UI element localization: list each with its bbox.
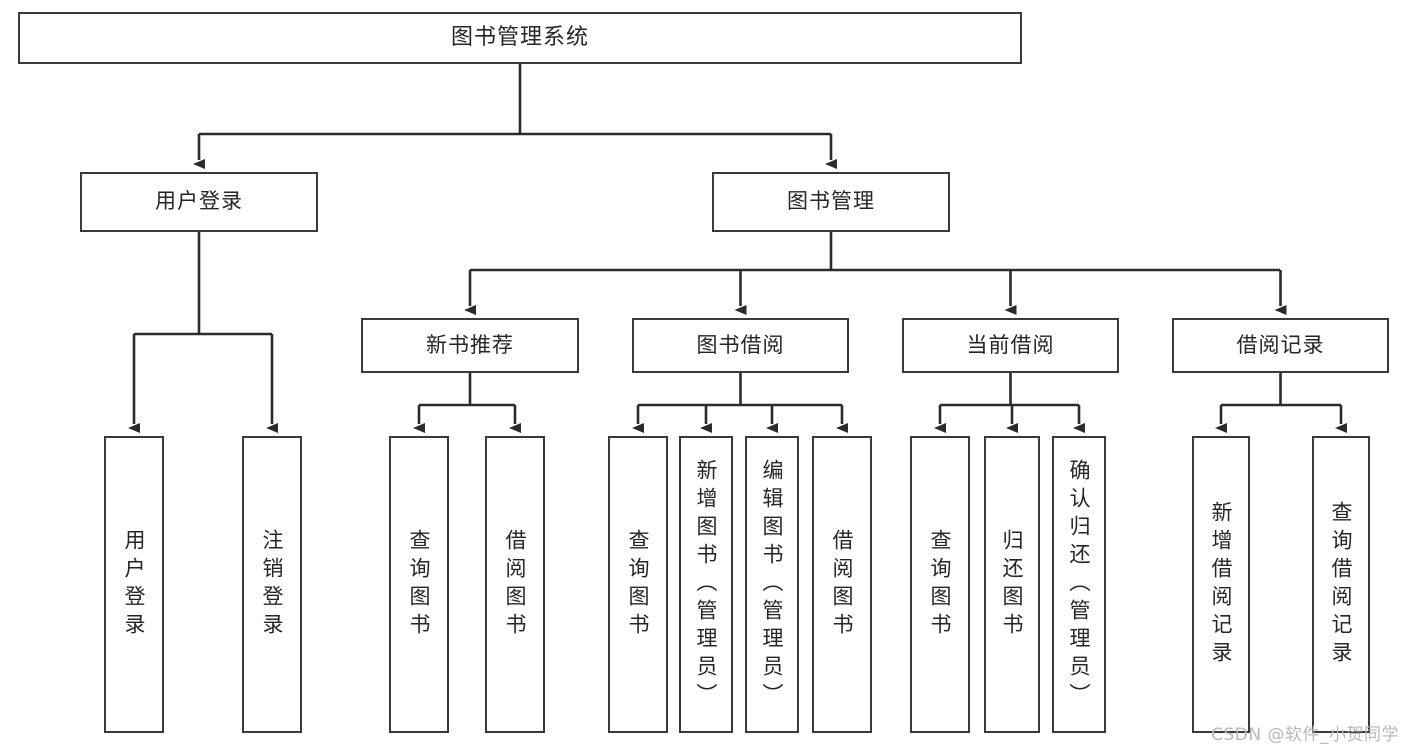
leaf-logout-login[interactable]: 注销登录 [242,436,302,733]
leaf-query-book-3-label: 查询图书 [928,528,953,641]
node-book-manage-label: 图书管理 [787,189,875,214]
node-borrow-record-label: 借阅记录 [1236,332,1325,357]
leaf-query-borrow-record-label: 查询借阅记录 [1329,500,1354,669]
node-new-book-recommend-label: 新书推荐 [426,332,514,357]
leaf-query-book-1[interactable]: 查询图书 [389,436,449,733]
node-user-login-label: 用户登录 [155,189,243,214]
leaf-confirm-return-label: 确认归还（管理员） [1067,458,1092,711]
node-new-book-recommend[interactable]: 新书推荐 [361,318,579,373]
leaf-borrow-book-1[interactable]: 借阅图书 [485,436,545,733]
node-current-borrow[interactable]: 当前借阅 [902,318,1119,373]
leaf-borrow-book-1-label: 借阅图书 [503,528,528,641]
node-root-label: 图书管理系统 [450,24,589,50]
leaf-user-login-label: 用户登录 [122,528,147,641]
leaf-query-borrow-record[interactable]: 查询借阅记录 [1312,436,1370,733]
leaf-query-book-1-label: 查询图书 [407,528,432,641]
node-book-manage[interactable]: 图书管理 [712,172,950,232]
leaf-add-borrow-record[interactable]: 新增借阅记录 [1192,436,1250,733]
leaf-query-book-2[interactable]: 查询图书 [608,436,668,733]
node-user-login[interactable]: 用户登录 [80,172,318,232]
leaf-return-book-label: 归还图书 [1000,528,1025,641]
leaf-query-book-2-label: 查询图书 [626,528,651,641]
leaf-borrow-book-2[interactable]: 借阅图书 [812,436,872,733]
leaf-user-login[interactable]: 用户登录 [104,436,164,733]
node-book-borrow-label: 图书借阅 [696,332,785,357]
leaf-add-book-label: 新增图书（管理员） [694,458,719,711]
leaf-add-borrow-record-label: 新增借阅记录 [1209,500,1234,669]
leaf-confirm-return[interactable]: 确认归还（管理员） [1052,436,1106,733]
node-book-borrow[interactable]: 图书借阅 [632,318,849,373]
leaf-logout-login-label: 注销登录 [260,528,285,641]
leaf-edit-book-label: 编辑图书（管理员） [760,458,785,711]
leaf-edit-book[interactable]: 编辑图书（管理员） [745,436,799,733]
leaf-add-book[interactable]: 新增图书（管理员） [679,436,733,733]
node-root[interactable]: 图书管理系统 [18,12,1022,64]
leaf-borrow-book-2-label: 借阅图书 [830,528,855,641]
node-current-borrow-label: 当前借阅 [966,332,1055,357]
watermark: CSDN @软件_小贺同学 [1211,725,1399,745]
leaf-return-book[interactable]: 归还图书 [984,436,1040,733]
node-borrow-record[interactable]: 借阅记录 [1172,318,1389,373]
leaf-query-book-3[interactable]: 查询图书 [910,436,970,733]
